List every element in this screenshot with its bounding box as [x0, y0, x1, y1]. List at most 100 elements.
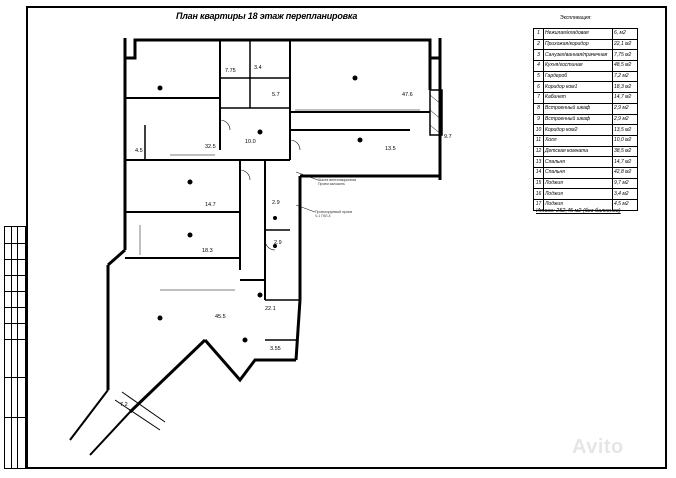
loggia-wall: [114, 399, 161, 431]
room-n-cell: 14: [533, 166, 544, 179]
room-n-cell: 8: [533, 102, 544, 115]
loggia-hatch: [429, 109, 443, 121]
room-name-cell: Встроенный шкаф: [543, 113, 613, 126]
room-area-label: 32.5: [205, 144, 216, 150]
room-area-cell: 3,4 м2: [612, 188, 638, 200]
room-area-cell: 2,9 м2: [612, 113, 638, 126]
room-name-cell: Кабинет: [543, 92, 613, 104]
outer-wall: [123, 38, 442, 60]
drawing-title: План квартиры 18 этаж перепланировка: [176, 11, 358, 21]
room-name-cell: Лоджия: [543, 177, 613, 190]
room-name-cell: Лоджия: [543, 188, 613, 200]
room-n-cell: 13: [533, 156, 544, 168]
watermark: Avito: [572, 436, 624, 458]
room-area-cell: 18,3 м2: [612, 81, 638, 94]
outer-wall: [203, 339, 296, 383]
door-swing: [219, 119, 231, 131]
room-area-cell: 7,75 м2: [612, 49, 638, 62]
room-area-cell: 42,8 м2: [612, 166, 638, 179]
ceiling-light-marker: [187, 179, 193, 185]
room-name-cell: Санузел/ванная/прачечная: [543, 49, 613, 62]
room-area-label: 9.7: [444, 134, 452, 140]
outer-wall: [128, 338, 207, 414]
title-block-stamp: [4, 226, 26, 469]
room-n-cell: 12: [533, 145, 544, 158]
room-name-cell: Спальня: [543, 156, 613, 168]
room-n-cell: 5: [533, 70, 544, 83]
room-n-cell: 4: [533, 60, 544, 72]
ceiling-light-marker: [273, 216, 277, 220]
room-name-cell: Коридор ком1: [543, 81, 613, 94]
room-area-cell: 14,7 м2: [612, 156, 638, 168]
room-n-cell: 7: [533, 92, 544, 104]
door-swing: [289, 139, 301, 151]
room-area-label: 2.9: [274, 240, 282, 246]
room-area-label: 5.7: [272, 92, 280, 98]
room-name-cell: Коридор ком2: [543, 124, 613, 136]
room-name-cell: Кухня/гостиная: [543, 60, 613, 72]
loggia-hatch: [429, 124, 443, 136]
ceiling-light-marker: [257, 292, 263, 298]
room-area-cell: 6, м2: [612, 28, 638, 40]
ceiling-light-marker: [242, 337, 248, 343]
room-area-label: 22.1: [265, 306, 276, 312]
room-area-label: 3.55: [270, 346, 281, 352]
room-n-cell: 2: [533, 38, 544, 51]
room-area-label: 10.0: [245, 139, 256, 145]
ceiling-light-marker: [352, 75, 358, 81]
loggia-wall: [121, 391, 166, 423]
legend-title: Экспликация:: [560, 15, 592, 21]
ceiling-light-marker: [357, 137, 363, 143]
outer-wall: [107, 248, 126, 267]
room-area-cell: 7,2 м2: [612, 70, 638, 83]
room-n-cell: 1: [533, 28, 544, 40]
loggia-right: [429, 89, 443, 136]
ceiling-light-marker: [257, 129, 263, 135]
room-n-cell: 9: [533, 113, 544, 126]
room-name-cell: Холл: [543, 134, 613, 147]
room-area-cell: 2,9 м2: [612, 102, 638, 115]
room-n-cell: 6: [533, 81, 544, 94]
ceiling-light-marker: [157, 85, 163, 91]
room-area-cell: 13,5 м2: [612, 124, 638, 136]
note-leader: [295, 171, 319, 181]
room-n-cell: 10: [533, 124, 544, 136]
room-area-label: 13.5: [385, 146, 396, 152]
drawing-frame: [26, 6, 667, 469]
plan-note: Шахта вентиляционная Проем заложить: [318, 178, 357, 186]
room-area-cell: 9,7 м2: [612, 177, 638, 190]
room-area-cell: 14,7 м2: [612, 92, 638, 104]
ceiling-light-marker: [187, 232, 193, 238]
door-swing: [239, 169, 251, 181]
ceiling-light-marker: [273, 244, 277, 248]
room-area-label: 3.4: [254, 65, 262, 71]
total-area: Итого: 252,45 м2 (без балконов): [536, 208, 621, 214]
room-area-cell: 48,5 м2: [612, 60, 638, 72]
room-area-label: 2.9: [272, 200, 280, 206]
ceiling-light-marker: [157, 315, 163, 321]
room-area-cell: 10,0 м2: [612, 134, 638, 147]
door-swing: [264, 239, 276, 251]
plan-note: Проектируемый проем Ч.1 ГКЛ-4: [315, 210, 353, 218]
room-name-cell: Гардероб: [543, 70, 613, 83]
room-name-cell: Прихожая/коридор: [543, 38, 613, 51]
room-n-cell: 16: [533, 188, 544, 200]
room-name-cell: Детская комната: [543, 145, 613, 158]
room-area-cell: 22,1 м2: [612, 38, 638, 51]
room-area-label: 14.7: [205, 202, 216, 208]
